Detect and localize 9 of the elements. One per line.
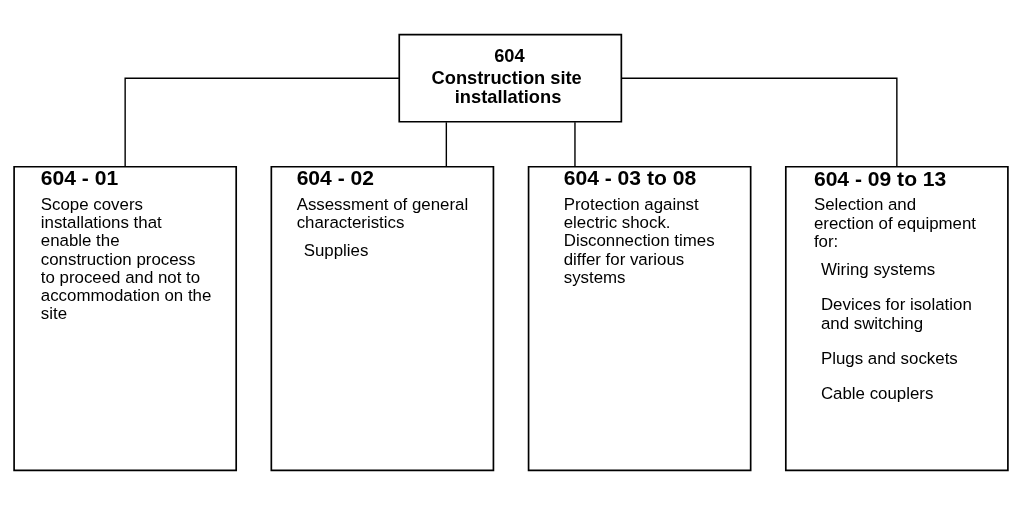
connector — [124, 77, 400, 168]
connector — [620, 77, 898, 168]
node-box: 604 - 01 Scope covers installations that enable the construction process to proceed and not to accommodation on the site — [13, 165, 238, 472]
node-box: 604 - 03 to 08 Protection against electric shock. Disconnection times differ for various systems — [527, 165, 752, 472]
node-box: 604 - 02 Assessment of general characteristics Supplies — [270, 165, 495, 472]
connector — [574, 121, 576, 168]
node-box: 604 - 09 to 13 Selection and erection of equipment for: Wiring systems Devices for isolation and switching Plugs and sockets Cable couplers — [784, 165, 1009, 472]
connector — [445, 121, 448, 168]
node-box: 604 Construction site installations — [398, 33, 623, 123]
